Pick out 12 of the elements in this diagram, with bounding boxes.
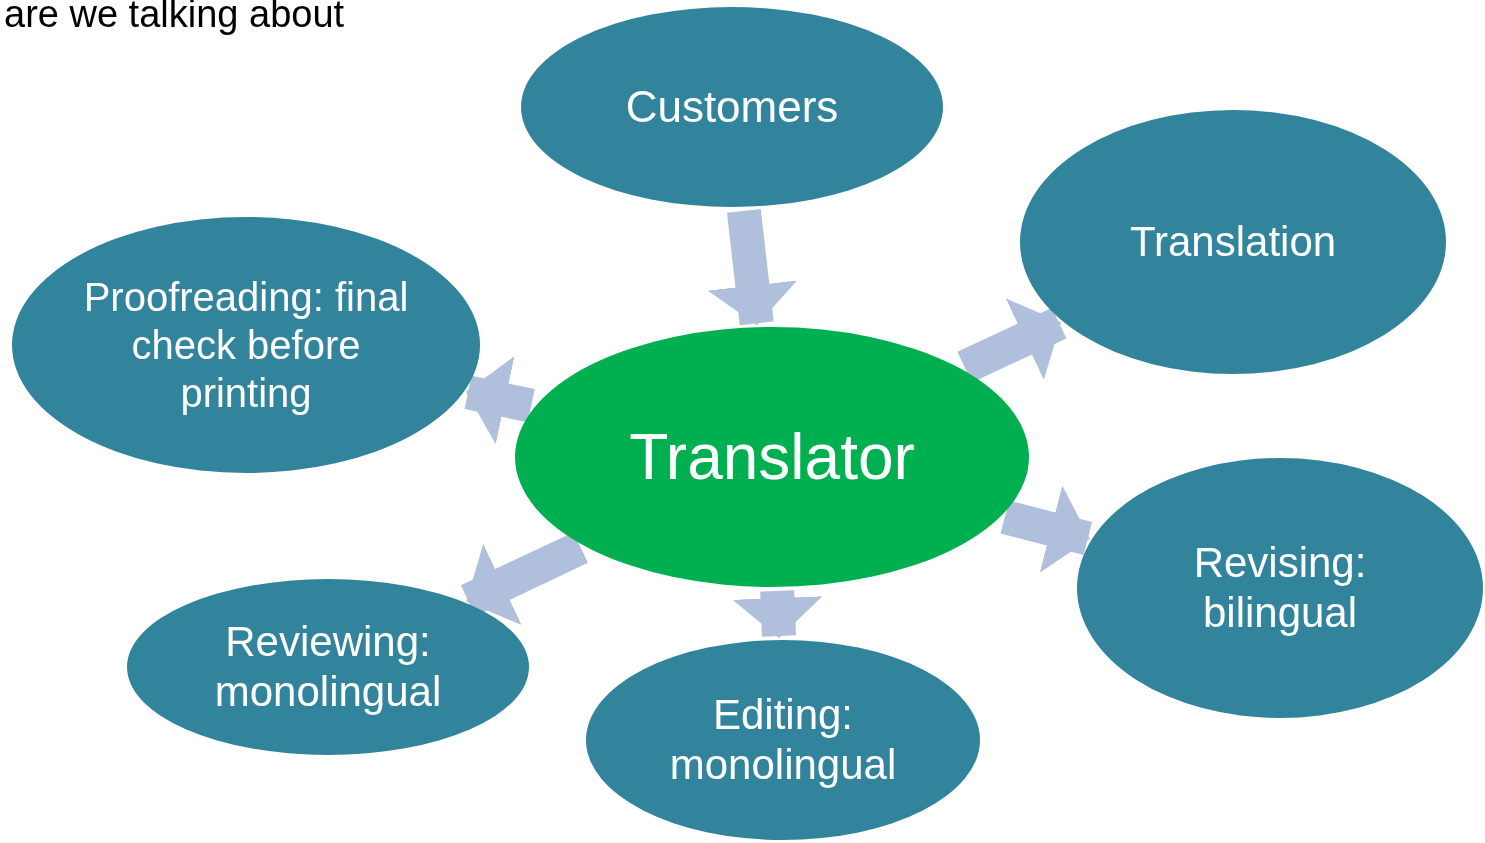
node-label: Editing: monolingual	[668, 689, 898, 790]
title: are we talking about	[4, 0, 345, 34]
block-arrow	[707, 208, 798, 326]
block-arrow	[464, 356, 535, 445]
node-label: Translation	[1129, 216, 1337, 267]
block-arrow	[732, 590, 823, 638]
block-arrow	[1000, 485, 1093, 573]
node-label: Revising: bilingual	[1192, 537, 1368, 638]
node-label: Translator	[629, 419, 915, 495]
node-label: Reviewing: monolingual	[213, 616, 443, 717]
node-label: Proofreading: final check before printing	[82, 274, 410, 417]
node-label: Customers	[625, 80, 839, 133]
